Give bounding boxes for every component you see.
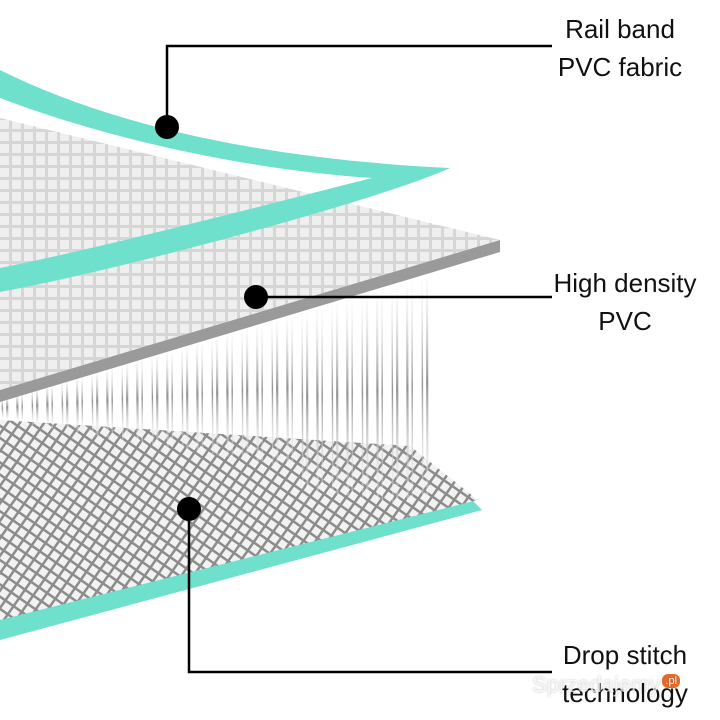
- fiber: [285, 309, 289, 466]
- fiber: [375, 282, 379, 501]
- fiber: [421, 269, 424, 499]
- fiber: [331, 296, 334, 494]
- fiber: [151, 350, 154, 445]
- fiber: [135, 354, 139, 442]
- leader-dot-drop-stitch: [177, 497, 201, 521]
- label-rail-band-line1: Rail band: [565, 14, 675, 44]
- watermark: Sprzedajemy.pl: [532, 672, 681, 698]
- drop-stitch-fibers: [1, 267, 429, 504]
- fiber: [361, 287, 364, 498]
- fiber: [61, 377, 64, 430]
- leader-line-rail-band: [165, 44, 552, 127]
- fiber: [271, 314, 274, 464]
- label-high-density-line2: PVC: [598, 306, 652, 336]
- fiber: [241, 323, 244, 459]
- fiber: [315, 300, 319, 491]
- fiber: [91, 368, 94, 435]
- fiber: [31, 386, 34, 426]
- label-high-density: High density PVC: [540, 264, 710, 340]
- fiber: [181, 341, 184, 450]
- leader-line-drop-stitch: [187, 509, 552, 674]
- top-mesh-edge: [0, 240, 500, 402]
- fiber: [391, 278, 394, 503]
- label-high-density-line1: High density: [553, 268, 697, 298]
- label-rail-band-line2: PVC fabric: [557, 52, 683, 82]
- bottom-rail-band: [0, 498, 482, 640]
- fiber: [225, 327, 229, 457]
- fiber: [195, 336, 199, 452]
- leader-dot-rail-band: [155, 115, 179, 139]
- top-mesh-layer: [0, 118, 500, 390]
- fiber: [211, 332, 214, 454]
- label-rail-band: Rail band PVC fabric: [540, 10, 700, 86]
- watermark-text: Sprzedajemy: [532, 672, 661, 697]
- leader-dot-high-density: [244, 285, 268, 309]
- label-drop-stitch-line1: Drop stitch: [562, 640, 688, 670]
- watermark-suffix: .pl: [662, 673, 681, 688]
- fiber: [75, 372, 79, 433]
- bottom-mesh-layer: [0, 420, 478, 620]
- fiber: [301, 305, 304, 489]
- fiber: [45, 381, 49, 428]
- fiber: [255, 318, 259, 462]
- fiber: [105, 363, 109, 438]
- fiber: [121, 359, 124, 440]
- fiber: [345, 291, 349, 496]
- fiber: [405, 273, 409, 503]
- fiber: [165, 345, 169, 447]
- top-rail-band: [0, 70, 450, 292]
